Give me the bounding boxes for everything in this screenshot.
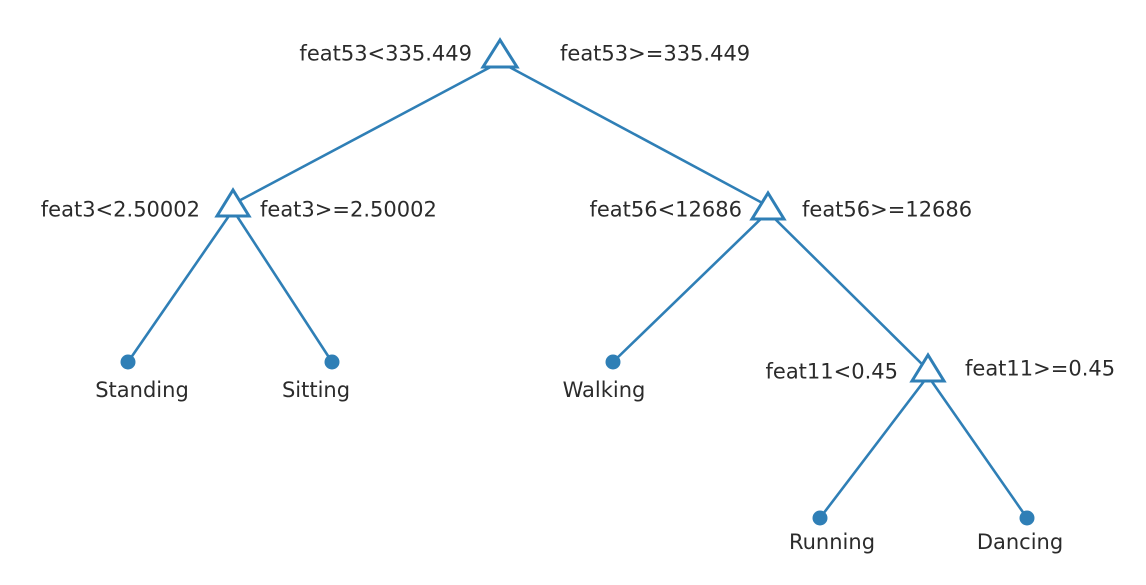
leaf-dot-dancing (1019, 510, 1035, 526)
edge-feat3-to-sitting (231, 209, 334, 363)
feat56-split-node (749, 190, 787, 221)
root-split-node (480, 37, 520, 69)
feat11-right-condition: feat11>=0.45 (965, 356, 1116, 381)
feat56-right-condition: feat56>=12686 (802, 197, 973, 222)
leaf-dot-running (812, 510, 828, 526)
leaf-dot-standing (120, 354, 136, 370)
edge-feat3-to-standing (126, 209, 235, 363)
leaf-dot-walking (605, 354, 621, 370)
edge-feat11-to-dancing (926, 375, 1029, 519)
leaf-label-standing: Standing (95, 378, 189, 402)
feat11-left-condition: feat11<0.45 (765, 359, 899, 384)
leaf-label-walking: Walking (562, 378, 646, 402)
feat3-split-node (214, 187, 252, 218)
root-right-condition: feat53>=335.449 (560, 41, 751, 66)
edge-feat11-to-running (818, 375, 930, 519)
leaf-dot-sitting (324, 354, 340, 370)
edge-root-to-feat3 (232, 60, 501, 206)
feat56-left-condition: feat56<12686 (589, 197, 742, 222)
feat3-left-condition: feat3<2.50002 (40, 197, 200, 222)
root-left-condition: feat53<335.449 (299, 41, 472, 66)
feat11-split-node (909, 352, 947, 383)
leaf-label-running: Running (788, 530, 876, 554)
feat3-right-condition: feat3>=2.50002 (260, 197, 437, 222)
edge-feat56-to-feat11 (767, 211, 929, 371)
leaf-label-sitting: Sitting (281, 378, 351, 402)
split-nodes (214, 37, 947, 383)
leaf-nodes (120, 354, 1035, 526)
leaf-label-dancing: Dancing (976, 530, 1064, 554)
edge-feat56-to-walking (612, 211, 769, 363)
edge-root-to-feat56 (499, 60, 769, 208)
tree-edges (126, 60, 1029, 519)
